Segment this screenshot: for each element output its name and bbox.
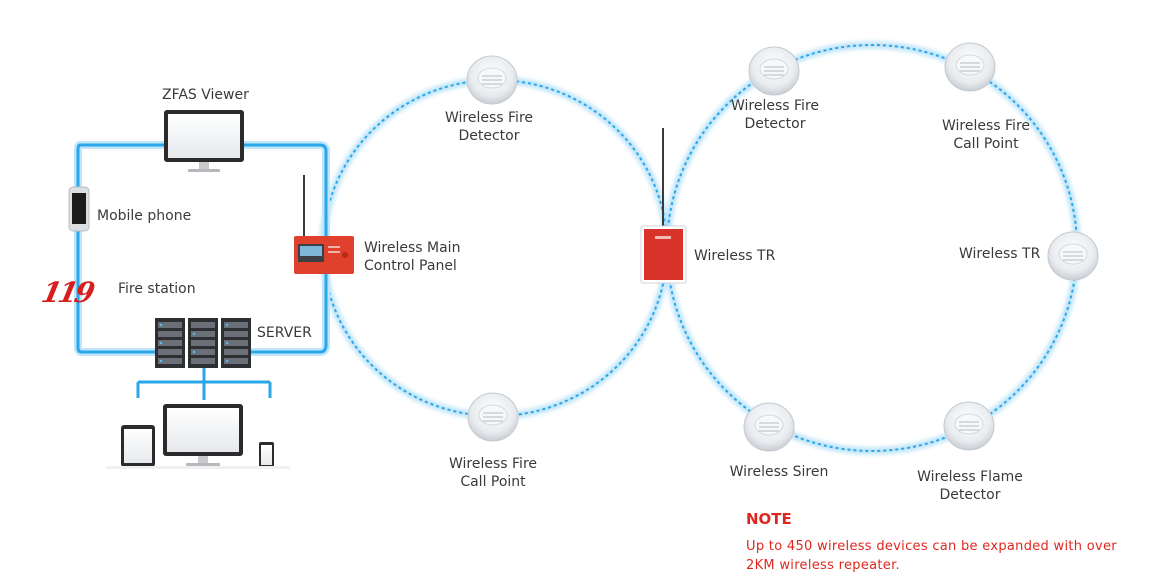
fire-station-119-logo: 119 — [38, 276, 95, 309]
label-line: Call Point — [460, 474, 526, 490]
fire-detector-icon — [748, 46, 800, 96]
label-wireless-flame-detector: Wireless Flame Detector — [917, 468, 1023, 504]
label-line: Wireless Main — [364, 240, 461, 256]
wireless-tr-icon — [1047, 231, 1099, 281]
fire-call-point-icon — [467, 392, 519, 442]
label-line: Detector — [458, 128, 520, 144]
label-line: Call Point — [953, 136, 1019, 152]
wired-link-loop — [74, 141, 330, 356]
label-mobile-phone: Mobile phone — [97, 208, 192, 224]
label-server: SERVER — [257, 325, 312, 341]
client-link-tree — [136, 368, 272, 400]
server-rack-icon — [155, 318, 251, 368]
wireless-tr-repeater-icon — [640, 128, 687, 284]
note-text: Up to 450 wireless devices can be expand… — [746, 539, 1117, 573]
label-center-wireless-tr: Wireless TR — [694, 248, 776, 264]
label-right-fire-detector: Wireless Fire Detector — [731, 97, 819, 133]
label-line: Detector — [939, 487, 1001, 503]
label-main-control-panel: Wireless Main Control Panel — [364, 239, 460, 275]
label-line: Wireless Fire — [730, 98, 820, 114]
label-wireless-siren: Wireless Siren — [729, 464, 829, 480]
label-zfas-viewer: ZFAS Viewer — [162, 87, 249, 103]
label-right-fire-call-point: Wireless Fire Call Point — [942, 117, 1030, 153]
monitor-icon — [164, 110, 244, 172]
label-right-wireless-tr: Wireless TR — [959, 246, 1041, 262]
smartphone-icon — [259, 442, 274, 468]
siren-icon — [743, 402, 795, 452]
label-left-fire-call-point: Wireless Fire Call Point — [449, 455, 537, 491]
label-line: Wireless Fire — [448, 456, 538, 472]
note-title: NOTE — [746, 510, 792, 528]
main-control-panel-icon — [294, 175, 354, 274]
label-fire-station: Fire station — [118, 281, 196, 297]
device-shadow — [106, 466, 290, 469]
mobile-phone-icon — [68, 186, 90, 232]
label-line: Detector — [744, 116, 806, 132]
tablet-icon — [121, 425, 155, 467]
label-line: Control Panel — [364, 258, 457, 274]
label-left-fire-detector: Wireless Fire Detector — [445, 109, 533, 145]
fire-call-point-icon — [944, 42, 996, 92]
label-line: Wireless Fire — [444, 110, 534, 126]
fire-detector-icon — [466, 55, 518, 105]
label-line: Wireless Fire — [941, 118, 1031, 134]
flame-detector-icon — [943, 401, 995, 451]
desktop-icon — [163, 404, 243, 466]
label-line: Wireless Flame — [917, 469, 1023, 485]
